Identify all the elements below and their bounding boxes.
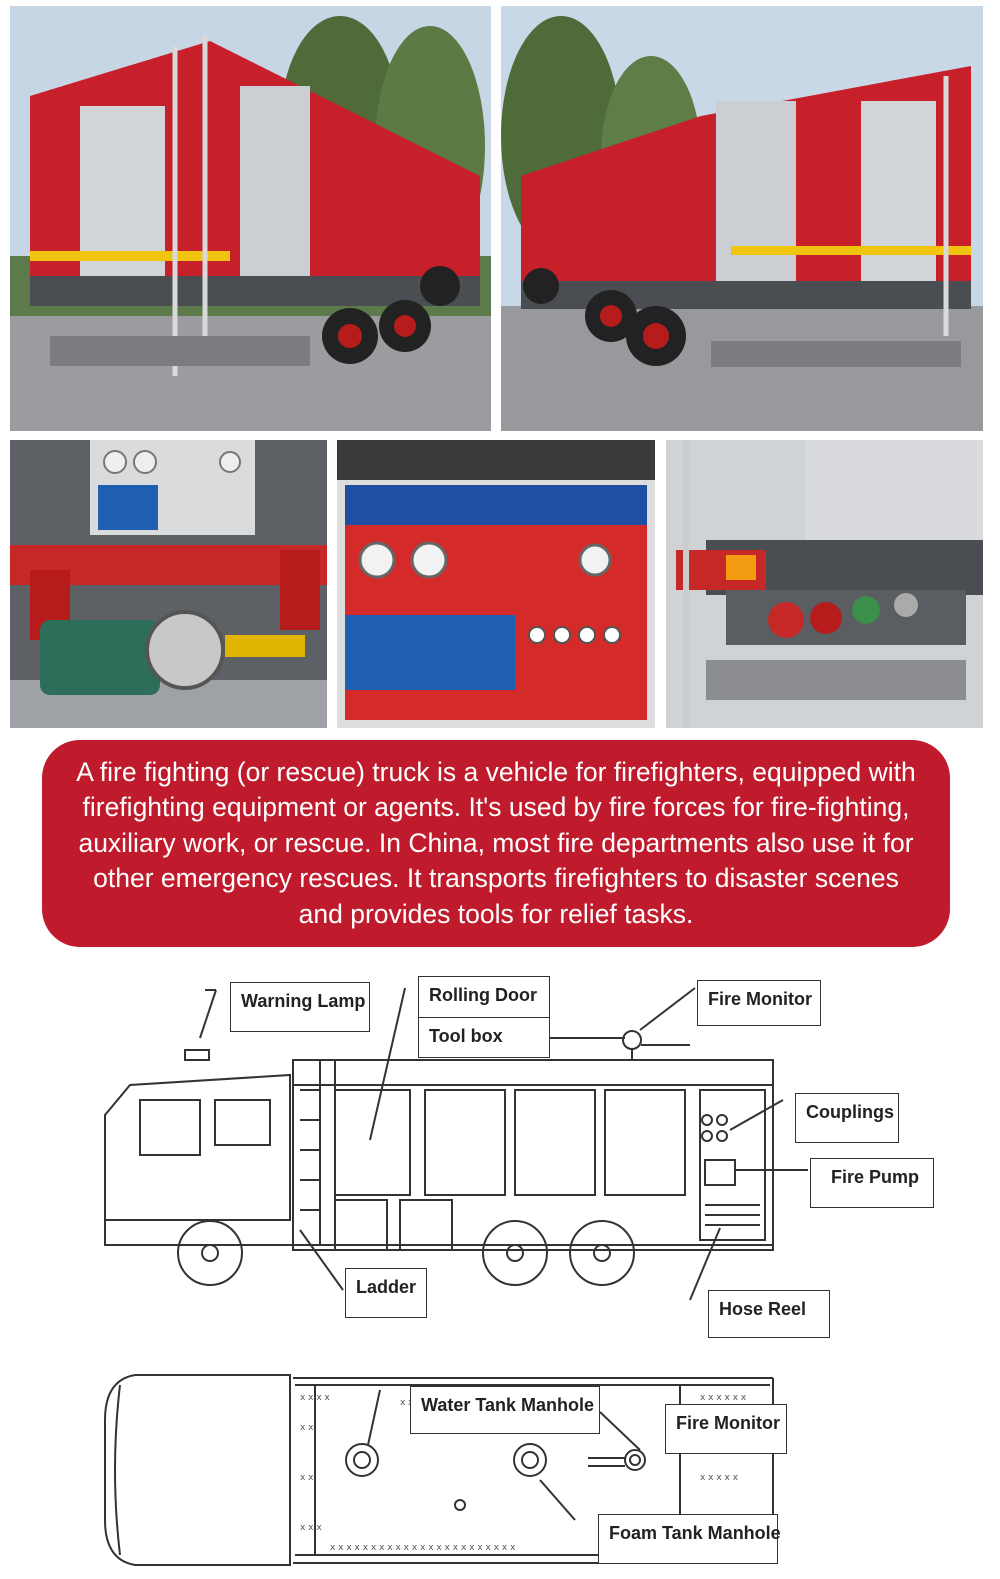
label-warning-lamp: Warning Lamp [230, 982, 370, 1032]
label-ladder: Ladder [345, 1268, 427, 1318]
label-couplings: Couplings [795, 1093, 899, 1143]
photo-truck-rear-right [501, 6, 983, 431]
label-tool-box: Tool box [418, 1018, 550, 1058]
label-foam-tank-manhole: Foam Tank Manhole [598, 1514, 781, 1564]
svg-text:x x: x x [300, 1423, 314, 1433]
svg-text:x x x x x: x x x x x [700, 1473, 739, 1483]
photo-truck-rear-left [10, 6, 491, 431]
svg-text:x x x x x x x x x x x x x x x: x x x x x x x x x x x x x x x x x x x x … [330, 1543, 516, 1553]
svg-text:x x: x x [300, 1473, 314, 1483]
photo-control-panel [337, 440, 655, 728]
label-fire-pump: Fire Pump [810, 1158, 934, 1208]
svg-text:x x x x x x: x x x x x x [700, 1393, 747, 1403]
truck-diagram: x x x x x x x x x x x x x x x x x x x x x … [0, 960, 1000, 1579]
svg-text:x x x x: x x x x [300, 1393, 331, 1403]
svg-text:x x x: x x x [300, 1523, 322, 1533]
label-water-tank-manhole: Water Tank Manhole [410, 1386, 600, 1434]
label-fire-monitor-top: Fire Monitor [665, 1404, 787, 1454]
description-banner: A fire fighting (or rescue) truck is a v… [42, 740, 950, 947]
photo-rear-couplings [666, 440, 983, 728]
label-rolling-door: Rolling Door [418, 976, 550, 1018]
label-hose-reel: Hose Reel [708, 1290, 830, 1338]
description-text: A fire fighting (or rescue) truck is a v… [76, 756, 916, 929]
label-fire-monitor-side: Fire Monitor [697, 980, 821, 1026]
photo-fire-pump [10, 440, 327, 728]
